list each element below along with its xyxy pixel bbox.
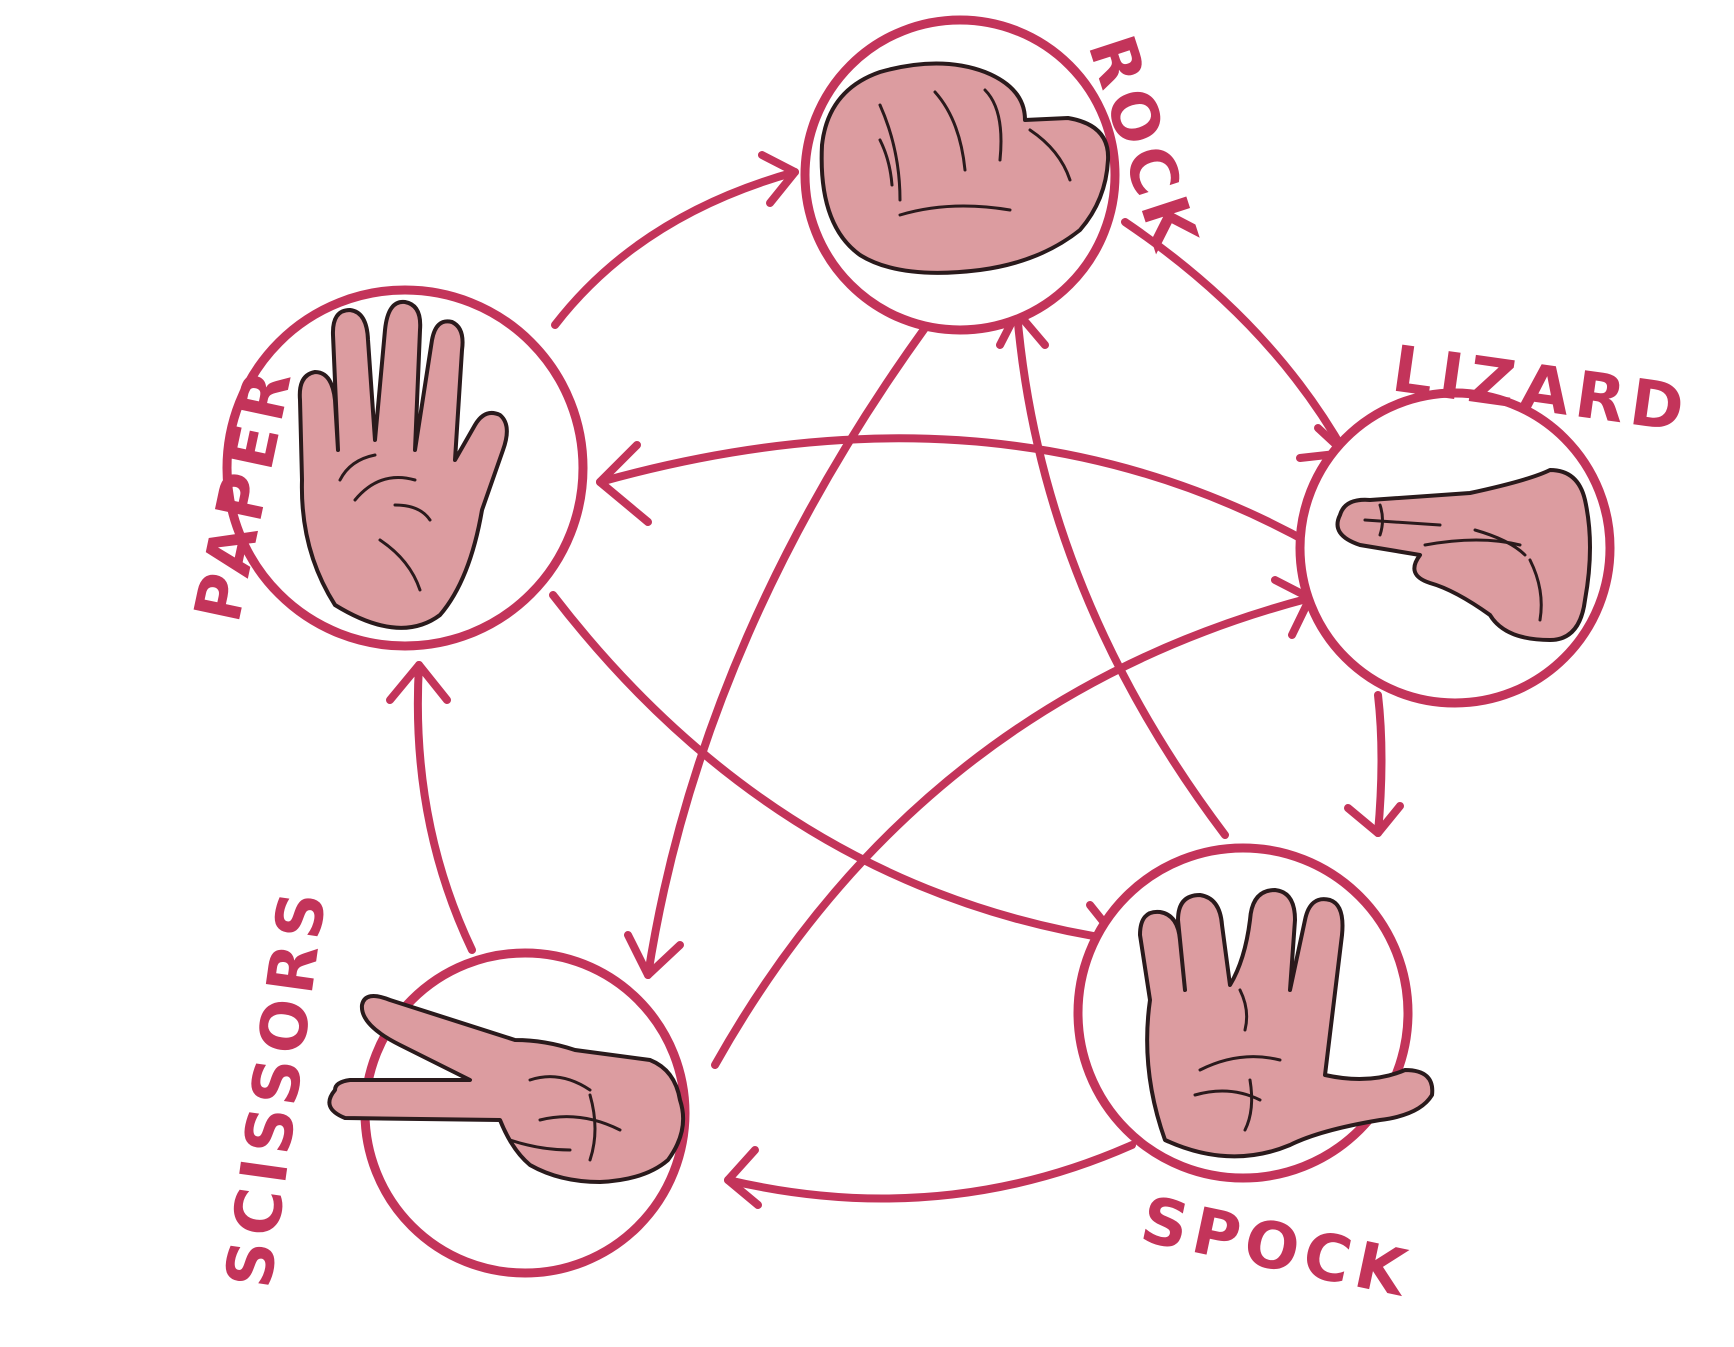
node-lizard: LIZARD: [1295, 333, 1694, 708]
node-paper: PAPER: [181, 285, 588, 651]
fist-icon: [819, 61, 1111, 275]
edge-lizard-spock: [1344, 691, 1404, 837]
node-spock: SPOCK: [1073, 843, 1435, 1313]
edge-spock-scissors: [724, 1141, 1136, 1209]
open-palm-icon: [297, 299, 509, 630]
lizard-hand-icon: [1335, 468, 1592, 642]
edge-lizard-paper: [596, 434, 1317, 549]
node-rock: ROCK: [800, 15, 1212, 335]
scissors-label: SCISSORS: [213, 882, 343, 1292]
edge-rock-scissors: [624, 324, 929, 979]
vulcan-salute-icon: [1138, 888, 1435, 1159]
scissors-hand-icon: [327, 994, 686, 1184]
edge-spock-rock: [996, 308, 1229, 839]
spock-label: SPOCK: [1135, 1183, 1418, 1312]
node-scissors: SCISSORS: [213, 882, 690, 1292]
edge-scissors-paper: [386, 661, 476, 954]
edge-paper-rock: [551, 151, 799, 329]
edge-paper-spock: [549, 591, 1122, 969]
edges: [386, 151, 1404, 1209]
